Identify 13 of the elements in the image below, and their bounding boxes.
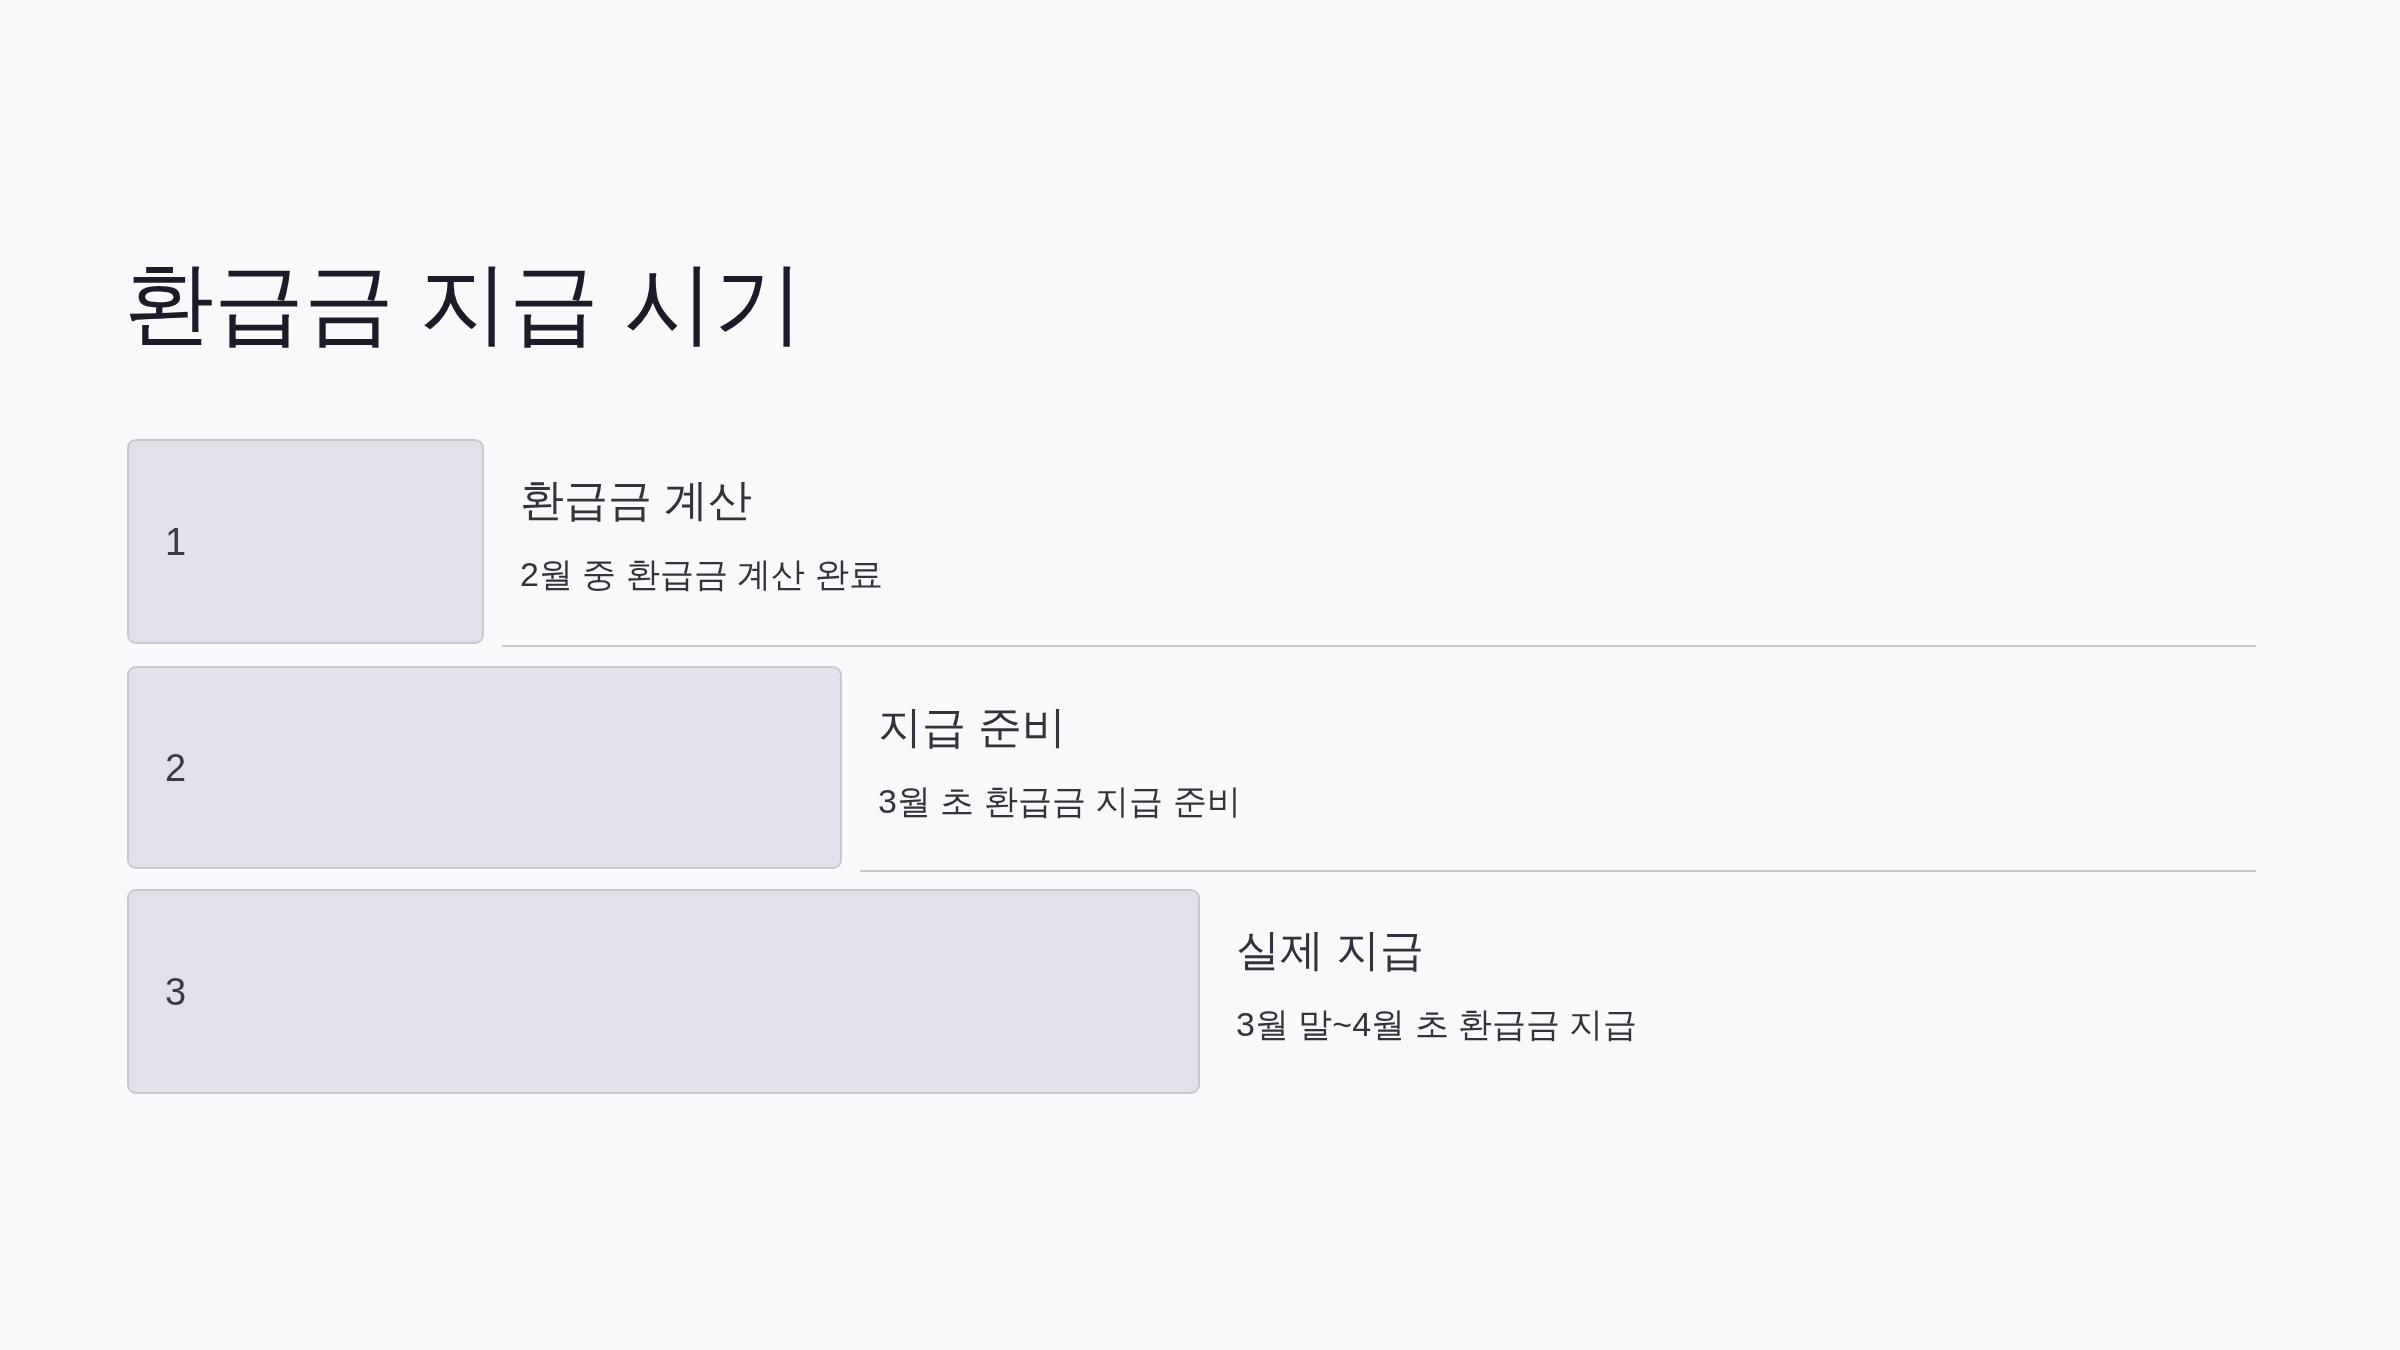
step-number: 1: [165, 519, 187, 564]
step-description: 2월 중 환급금 계산 완료: [520, 554, 883, 595]
step-number: 2: [165, 745, 187, 790]
step-title: 실제 지급: [1236, 924, 1425, 976]
step-bar: [127, 666, 842, 869]
step-bar: [127, 439, 484, 644]
step-title: 지급 준비: [878, 701, 1067, 753]
step-number: 3: [165, 969, 187, 1014]
step-title: 환급금 계산: [520, 474, 753, 526]
page-title: 환급금 지급 시기: [124, 252, 804, 355]
step-bar: [127, 889, 1200, 1094]
step-description: 3월 초 환급금 지급 준비: [878, 781, 1241, 822]
step-description: 3월 말~4월 초 환급금 지급: [1236, 1004, 1638, 1045]
